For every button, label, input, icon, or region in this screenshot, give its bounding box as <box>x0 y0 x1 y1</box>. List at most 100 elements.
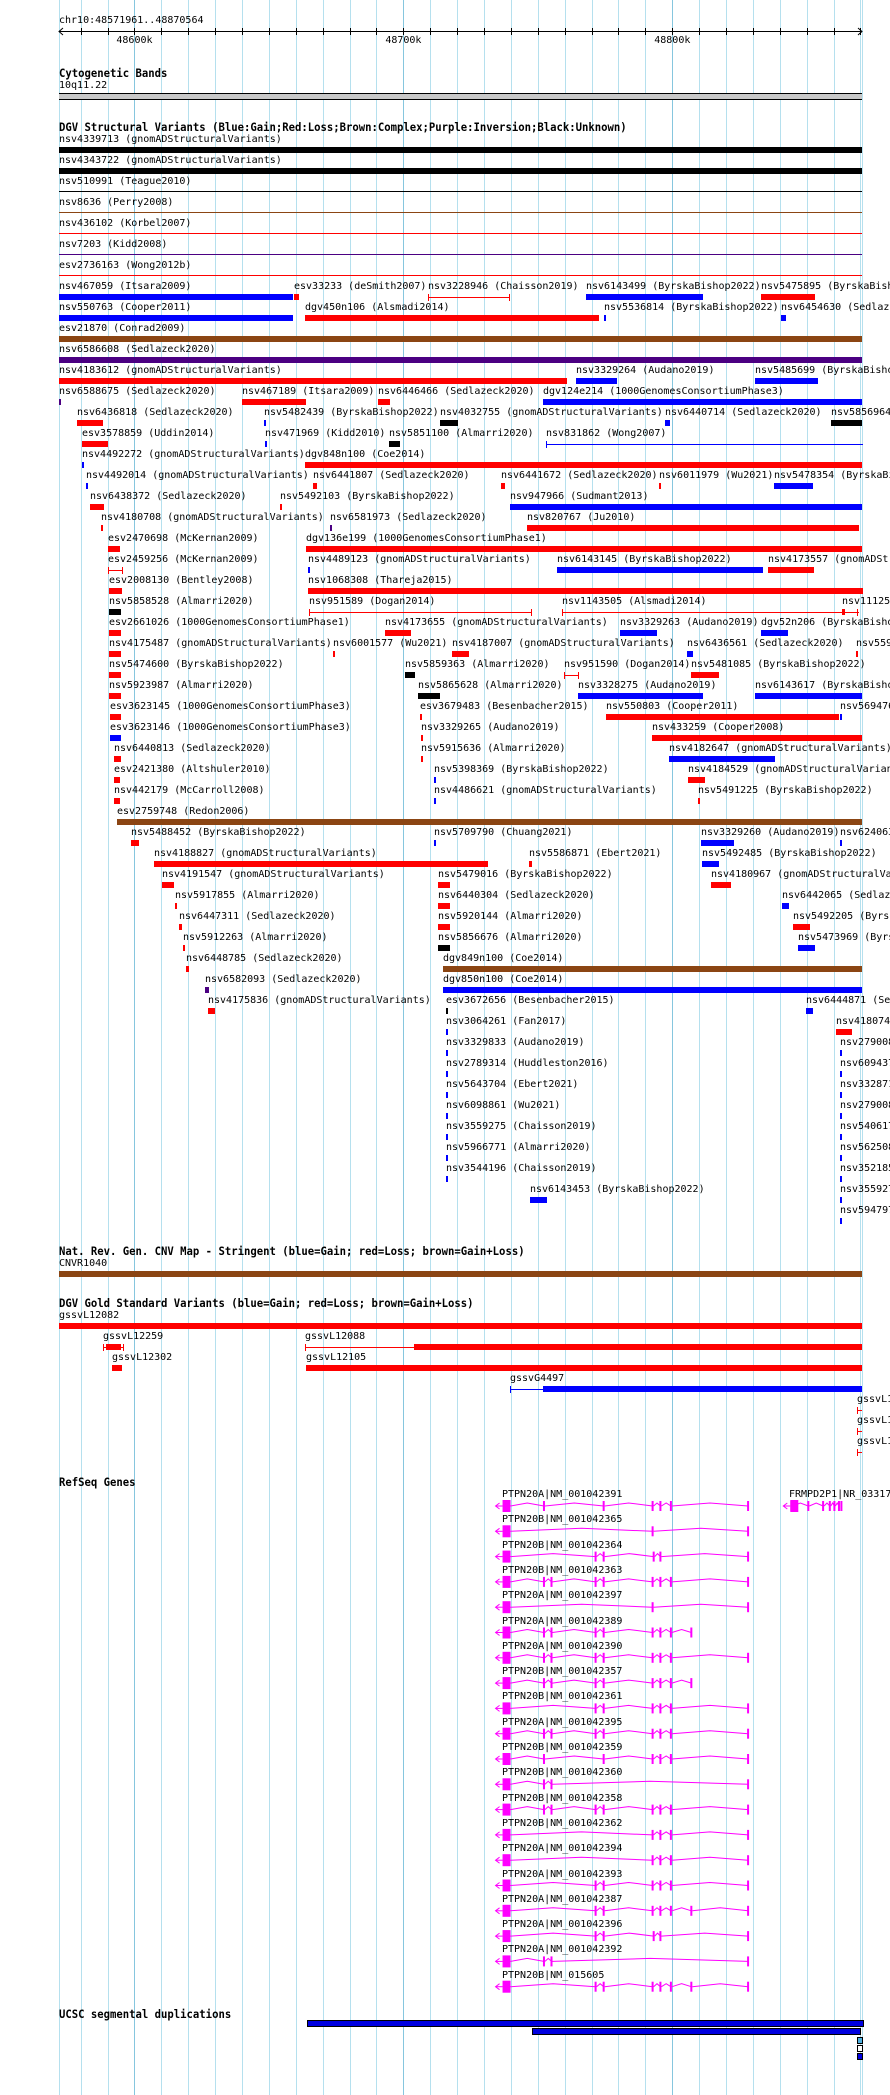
variant-bar[interactable] <box>698 798 700 804</box>
variant-bar[interactable] <box>840 1071 842 1077</box>
variant-bar[interactable] <box>175 903 177 909</box>
variant-bar[interactable] <box>840 1113 842 1119</box>
variant-bar[interactable] <box>438 945 450 951</box>
variant-bar[interactable] <box>114 756 121 762</box>
variant-bar[interactable] <box>781 315 786 321</box>
variant-bar[interactable] <box>840 1218 842 1224</box>
variant-bar[interactable] <box>313 483 317 489</box>
variant-bar[interactable] <box>530 1197 547 1203</box>
variant-bar[interactable] <box>806 1008 813 1014</box>
gene-label[interactable]: PTPN20B|NM_001042360 <box>502 1767 623 1779</box>
variant-bar[interactable] <box>446 1176 448 1182</box>
gene-label[interactable]: PTPN20A|NM_001042395 <box>502 1716 623 1728</box>
variant-bar[interactable] <box>443 987 862 993</box>
cytoband-bar[interactable] <box>59 93 862 100</box>
variant-bar[interactable] <box>59 294 293 300</box>
gene-label[interactable]: PTPN20B|NM_001042358 <box>502 1792 623 1804</box>
variant-line[interactable] <box>562 612 859 613</box>
variant-line[interactable] <box>59 254 862 255</box>
variant-bar[interactable] <box>446 1113 448 1119</box>
variant-bar[interactable] <box>208 1008 215 1014</box>
variant-bar[interactable] <box>782 903 789 909</box>
variant-bar[interactable] <box>443 966 862 972</box>
variant-bar[interactable] <box>438 924 450 930</box>
variant-bar[interactable] <box>59 1323 862 1329</box>
gene-label[interactable]: PTPN20B|NM_001042359 <box>502 1742 623 1753</box>
variant-bar[interactable] <box>856 651 858 657</box>
variant-bar[interactable] <box>438 903 450 909</box>
natrev-track-title[interactable]: Nat. Rev. Gen. CNV Map - Stringent (blue… <box>59 1244 525 1258</box>
variant-bar[interactable] <box>162 882 174 888</box>
variant-bar[interactable] <box>842 609 845 615</box>
variant-bar[interactable] <box>755 693 862 699</box>
variant-bar[interactable] <box>112 1365 122 1371</box>
variant-bar[interactable] <box>446 1071 448 1077</box>
variant-line[interactable] <box>59 275 862 276</box>
variant-bar[interactable] <box>77 420 103 426</box>
variant-bar[interactable] <box>840 1155 842 1161</box>
variant-bar[interactable] <box>59 357 862 363</box>
gene-label[interactable]: PTPN20A|NM_001042394 <box>502 1843 623 1855</box>
variant-bar[interactable] <box>798 945 815 951</box>
variant-bar[interactable] <box>186 966 189 972</box>
variant-bar[interactable] <box>420 714 422 720</box>
variant-bar[interactable] <box>529 861 532 867</box>
variant-line[interactable] <box>857 1452 862 1453</box>
variant-bar[interactable] <box>59 147 862 153</box>
variant-bar[interactable] <box>330 525 332 531</box>
variant-line[interactable] <box>564 675 579 676</box>
variant-bar[interactable] <box>183 945 185 951</box>
variant-bar[interactable] <box>665 420 670 426</box>
variant-bar[interactable] <box>106 1344 121 1350</box>
variant-bar[interactable] <box>543 399 862 405</box>
variant-bar[interactable] <box>305 462 862 468</box>
variant-bar[interactable] <box>110 714 121 720</box>
variant-bar[interactable] <box>108 546 120 552</box>
variant-bar[interactable] <box>294 294 299 300</box>
variant-bar[interactable] <box>114 777 120 783</box>
variant-bar[interactable] <box>761 630 788 636</box>
variant-bar[interactable] <box>669 756 775 762</box>
variant-bar[interactable] <box>620 630 657 636</box>
variant-bar[interactable] <box>109 651 121 657</box>
variant-line[interactable] <box>857 1431 862 1432</box>
variant-bar[interactable] <box>774 483 813 489</box>
variant-bar[interactable] <box>110 735 121 741</box>
dgv-track-title[interactable]: DGV Structural Variants (Blue:Gain;Red:L… <box>59 120 627 134</box>
variant-bar[interactable] <box>586 294 703 300</box>
variant-bar[interactable] <box>306 546 862 552</box>
variant-bar[interactable] <box>117 819 862 825</box>
variant-bar[interactable] <box>86 483 88 489</box>
variant-line[interactable] <box>108 570 123 571</box>
gene-label[interactable]: PTPN20B|NM_001042363 <box>502 1564 623 1576</box>
segdup-bar[interactable] <box>532 2028 861 2035</box>
variant-bar[interactable] <box>82 441 108 447</box>
variant-bar[interactable] <box>691 672 719 678</box>
variant-bar[interactable] <box>385 630 411 636</box>
gene-label[interactable]: PTPN20B|NM_001042361 <box>502 1691 623 1703</box>
variant-bar[interactable] <box>90 504 104 510</box>
variant-bar[interactable] <box>242 399 306 405</box>
variant-bar[interactable] <box>434 777 436 783</box>
variant-bar[interactable] <box>557 567 763 573</box>
variant-bar[interactable] <box>59 1271 862 1277</box>
variant-bar[interactable] <box>576 378 617 384</box>
variant-bar[interactable] <box>389 441 400 447</box>
variant-bar[interactable] <box>333 651 335 657</box>
segdup-mark[interactable] <box>857 2037 863 2044</box>
gold-track-title[interactable]: DGV Gold Standard Variants (blue=Gain; r… <box>59 1296 474 1310</box>
variant-line[interactable] <box>59 191 862 192</box>
variant-bar[interactable] <box>59 168 862 174</box>
variant-bar[interactable] <box>114 798 120 804</box>
variant-bar[interactable] <box>527 525 859 531</box>
variant-bar[interactable] <box>711 882 731 888</box>
variant-bar[interactable] <box>446 1029 448 1035</box>
variant-bar[interactable] <box>446 1050 448 1056</box>
variant-bar[interactable] <box>434 840 436 846</box>
variant-bar[interactable] <box>109 609 121 615</box>
variant-bar[interactable] <box>768 567 814 573</box>
variant-line[interactable] <box>546 444 863 445</box>
variant-bar[interactable] <box>418 693 440 699</box>
variant-bar[interactable] <box>434 798 436 804</box>
variant-bar[interactable] <box>578 693 703 699</box>
